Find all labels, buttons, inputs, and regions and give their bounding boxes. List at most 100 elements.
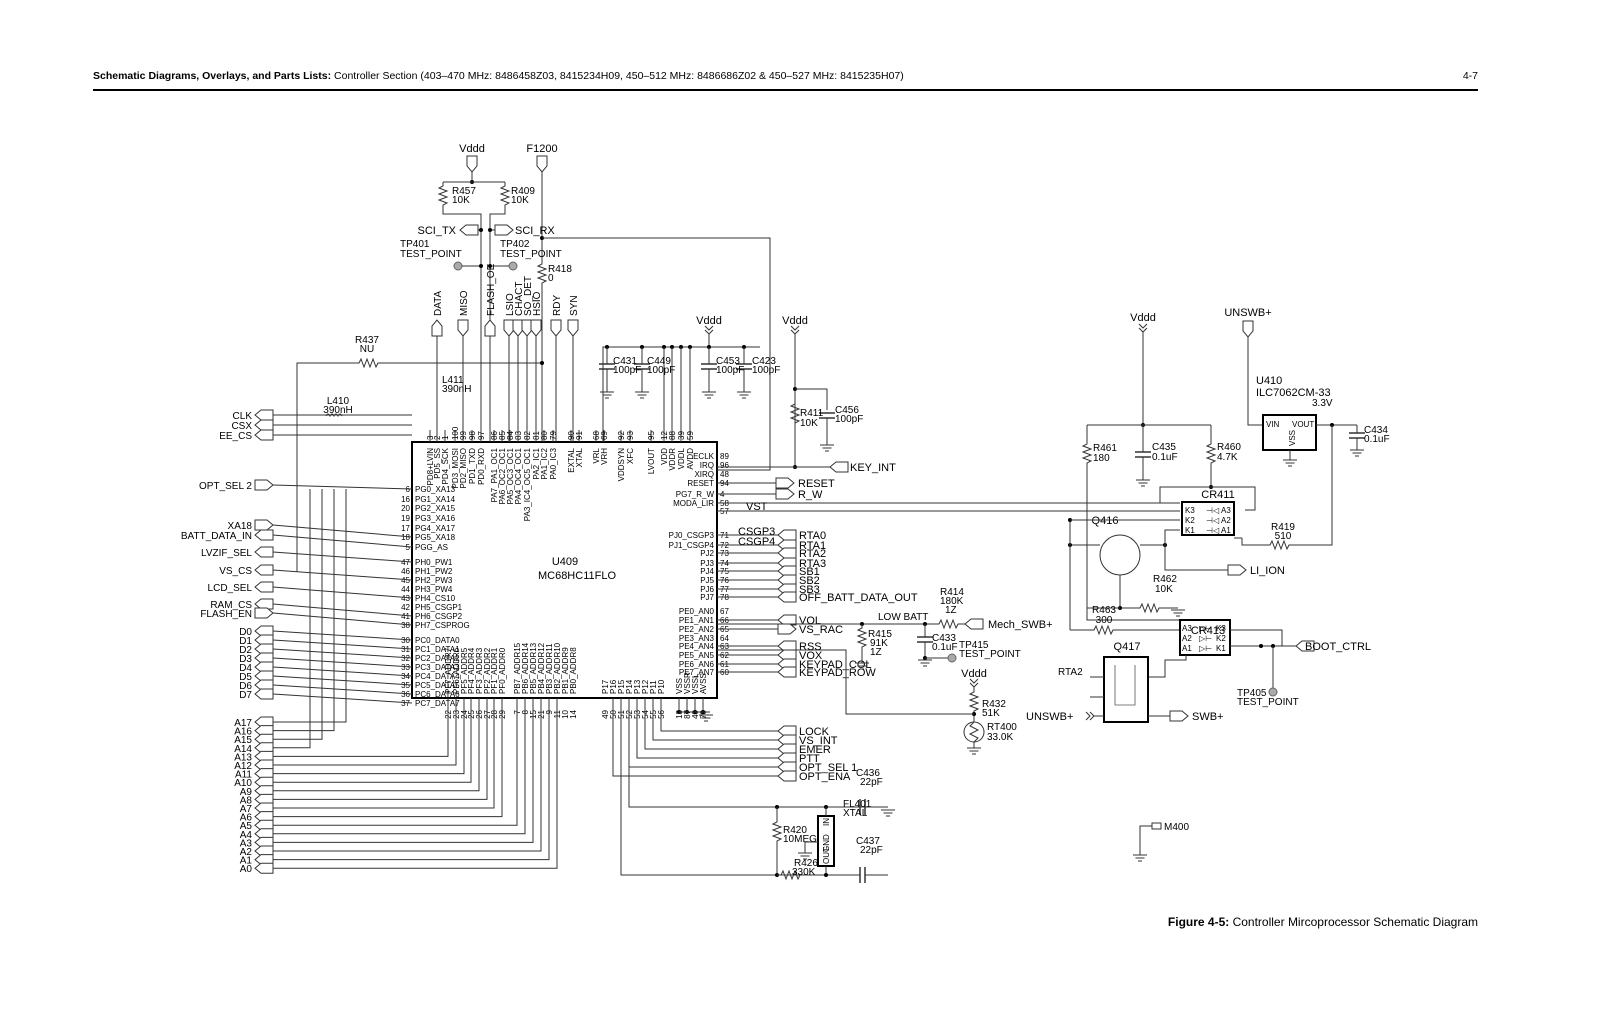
mcu-pin-name: VDDSYN <box>617 448 626 482</box>
r409-ref: R409 <box>511 186 535 197</box>
diode-icon: ▷⊢ <box>1199 624 1212 633</box>
ground-icon-c436 <box>880 809 896 817</box>
header-rule <box>93 89 1478 91</box>
mcu-pin-number: 43 <box>401 594 410 603</box>
mcu-pin-name: PE6_AN6 <box>679 660 715 669</box>
r461-value: 180 <box>1093 453 1110 464</box>
mcu-pin-name: PH2_PW3 <box>415 576 453 585</box>
mcu-pin-name: VSSL <box>691 673 700 694</box>
signal-port-icon <box>777 591 797 603</box>
tp402-test-point-icon[interactable] <box>508 261 518 271</box>
r457-ref: R457 <box>452 186 476 197</box>
r411-ref: R411 <box>800 408 824 419</box>
mcu-pin-name: EXTAL <box>567 447 576 472</box>
address-bus-label: A14 <box>234 744 252 755</box>
mcu-pin-name: PC6_DATA6 <box>415 690 460 699</box>
mcu-pin-name: P15 <box>617 679 626 694</box>
ground-icon-c435 <box>1135 479 1151 487</box>
diode-icon: ⊣◁ <box>1206 526 1220 535</box>
tp401-test-point-icon[interactable] <box>453 261 463 271</box>
mcu-pin-name: VRH <box>600 448 609 465</box>
mcu-pin-number: 88 <box>668 431 677 440</box>
mcu-pin-number: 95 <box>647 431 656 440</box>
left-signal-label: LVZIF_SEL <box>201 548 252 559</box>
mcu-pin-number: 1 <box>441 435 450 440</box>
mcu-pin-name: PB3_ADDR11 <box>545 643 554 694</box>
mcu-pin-name: P11 <box>649 680 658 694</box>
mcu-pin-name: PF1_ADDR1 <box>490 647 499 694</box>
mcu-pin-number: 19 <box>401 514 410 523</box>
mcu-pin-number: 49 <box>601 709 610 718</box>
r409-resistor-icon <box>500 181 510 210</box>
mcu-pin-number: 90 <box>567 431 576 440</box>
f1200-port-icon <box>536 155 548 173</box>
mcu-pin-name: PE2_AN2 <box>679 625 715 634</box>
tp415-ref: TP415 <box>959 640 989 651</box>
mcu-pin-number: 80 <box>540 431 549 440</box>
cr413-a3: A3 <box>1182 624 1192 633</box>
rta-signal-label: RTA0 <box>799 530 826 542</box>
r418-ref: R418 <box>548 264 572 275</box>
mcu-pin-name: PD8+LVIN <box>426 448 435 486</box>
signal-port-icon <box>254 519 274 531</box>
c435-value: 0.1uF <box>1152 452 1178 463</box>
address-bus-label: A11 <box>235 770 252 781</box>
mcu-pin-number: 42 <box>401 603 410 612</box>
mcu-pin-number: 14 <box>569 709 578 718</box>
signal-port-icon <box>457 319 469 337</box>
address-bus-label: A16 <box>234 727 252 738</box>
cr411-diode-array <box>1181 501 1235 536</box>
mcu-pin-number: 69 <box>600 431 609 440</box>
r462-ref: R462 <box>1153 574 1177 585</box>
address-bus-label: A8 <box>240 795 253 806</box>
l410-inductor-icon <box>325 413 343 418</box>
mcu-pin-number: 79 <box>549 431 558 440</box>
mcu-pin-name: PJ1_CSGP4 <box>669 541 715 550</box>
mcu-pin-number: 86 <box>490 431 499 440</box>
r414-ref: R414 <box>940 587 964 598</box>
top-signal-label: HSIO <box>532 291 543 316</box>
mcu-pin-number: 39 <box>677 431 686 440</box>
mcu-pin-name: PF6_ADDR6 <box>452 647 461 694</box>
c437-capacitor-icon <box>859 866 866 884</box>
q416-mosfet-icon <box>1099 534 1141 576</box>
u410-vss-pin: VSS <box>1288 430 1297 446</box>
signal-port-icon <box>254 419 274 431</box>
r420-ref: R420 <box>783 825 807 836</box>
ground-icon-u410 <box>1282 459 1298 467</box>
pe-signal-label: VS_RAC <box>799 624 843 636</box>
port1-signal-label: OPT_ENA <box>799 771 851 783</box>
address-bus-label: A6 <box>240 813 253 824</box>
vddd-arrow-icon <box>704 325 714 335</box>
data-bus-label: D6 <box>239 681 252 692</box>
mcu-pin-number: 47 <box>401 558 410 567</box>
data-bus-label: D0 <box>239 627 252 638</box>
c456-value: 100pF <box>835 414 863 425</box>
tp405-test-point-icon[interactable] <box>1268 687 1278 697</box>
vddd-label-4: Vddd <box>961 668 987 680</box>
signal-port-icon <box>254 529 274 541</box>
mcu-pin-number: 68 <box>592 431 601 440</box>
mcu-pin-name: PB6_ADDR14 <box>521 642 530 694</box>
mcu-pin-number: 44 <box>401 585 410 594</box>
data-bus-label: D7 <box>239 690 252 701</box>
r411-resistor-icon <box>790 399 800 428</box>
signal-port-icon <box>254 581 274 593</box>
tp415-test-point-icon[interactable] <box>947 653 957 663</box>
r462-resistor-icon <box>1135 603 1164 613</box>
r432-value: 51K <box>982 708 1000 719</box>
mcu-pin-number: 6 <box>406 485 411 494</box>
decoupling-capacitor-icon <box>700 363 718 370</box>
rta-signal-label: SB1 <box>799 566 820 578</box>
r460-ref: R460 <box>1217 442 1241 453</box>
signal-port-icon <box>254 429 274 441</box>
top-signal-label: LSIO <box>505 293 516 316</box>
c436-value: 22pF <box>860 777 883 788</box>
unswb-arrow-icon <box>1085 711 1095 721</box>
mcu-pin-name: PGG_AS <box>415 543 448 552</box>
l411-ref: L411 <box>442 375 464 386</box>
address-bus-label: A3 <box>240 838 253 849</box>
v33-label: 3.3V <box>1312 398 1333 409</box>
swb-port-icon <box>1169 710 1189 722</box>
